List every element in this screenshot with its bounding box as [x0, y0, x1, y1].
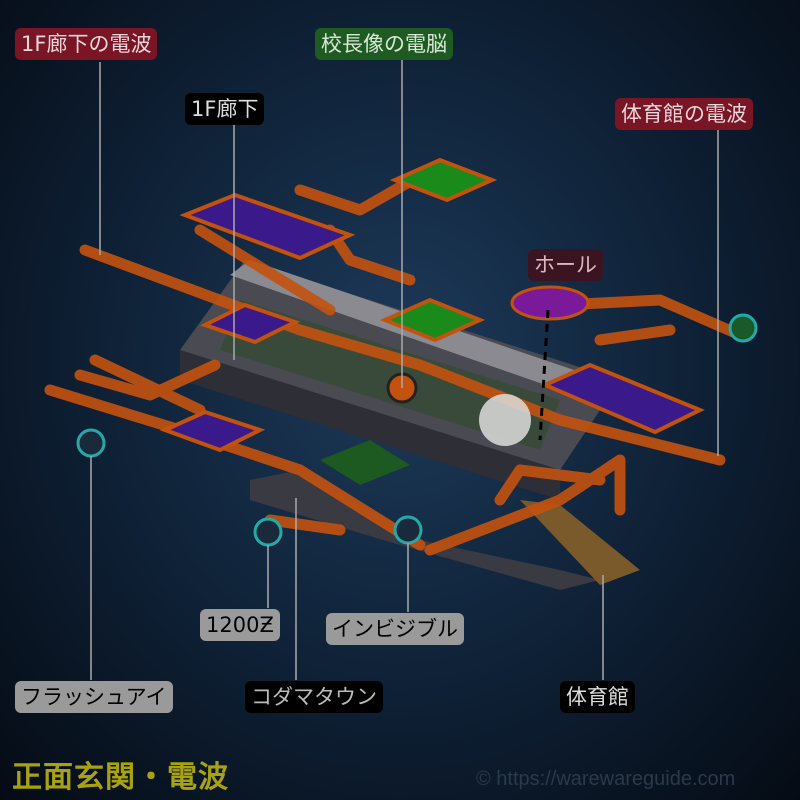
label-corridor: 1F廊下: [185, 93, 265, 125]
green-panels: [379, 157, 498, 343]
label-corridor-wave: 1F廊下の電波: [15, 28, 158, 60]
label-gym: 体育館: [560, 681, 635, 713]
hall-warp[interactable]: [510, 285, 590, 321]
stairs: [520, 500, 640, 585]
purple-panels: [159, 192, 705, 453]
label-hall: ホール: [528, 249, 603, 281]
leader-lines: [90, 60, 719, 680]
label-gym-wave: 体育館の電波: [615, 98, 753, 130]
label-kodama-town: コダマタウン: [245, 681, 383, 713]
area-title: 正面玄関・電波: [12, 760, 229, 795]
label-principal-statue: 校長像の電脳: [315, 28, 453, 60]
mystery-data-icons[interactable]: [76, 313, 758, 547]
label-zenny: 1200Ƶ: [200, 609, 280, 641]
label-flash-eye: フラッシュアイ: [15, 681, 173, 713]
label-invisible: インビジブル: [326, 613, 464, 645]
player-marker: [479, 394, 531, 446]
hall-route-arrow: [538, 309, 550, 441]
watermark: © https://warewareguide.com: [476, 768, 736, 790]
courtyard: [320, 440, 410, 485]
wave-paths: [44, 164, 746, 556]
